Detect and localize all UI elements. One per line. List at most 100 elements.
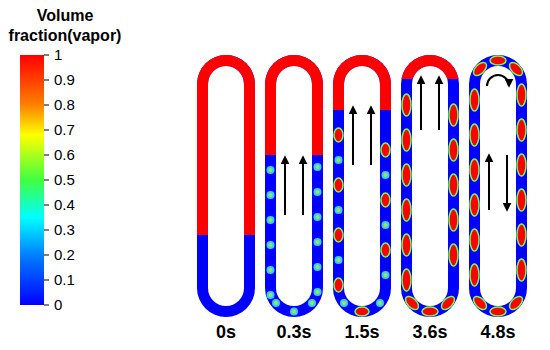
liquid-region	[265, 55, 323, 317]
time-label: 0s	[194, 321, 258, 343]
bubble	[402, 199, 411, 221]
tick-mark	[44, 130, 49, 131]
vapor-bubbles	[402, 94, 458, 316]
vapor-region	[265, 55, 323, 155]
bubble	[517, 154, 526, 176]
flow-arrow	[506, 155, 508, 210]
bubble	[315, 189, 321, 195]
colorbar	[20, 55, 44, 305]
bubble	[315, 289, 321, 295]
tick-mark	[44, 105, 49, 106]
bubble	[383, 172, 389, 178]
bubble	[490, 56, 506, 65]
small-bubbles	[336, 157, 389, 306]
tick-mark	[44, 280, 49, 281]
bubble	[268, 267, 274, 273]
bubble	[402, 269, 411, 291]
heat-pipe-loop	[197, 55, 255, 317]
tick-mark	[44, 155, 49, 156]
tick-label: 0.1	[54, 271, 75, 289]
flow-arrow	[302, 157, 304, 215]
flow-arrow	[352, 107, 354, 165]
bubble	[517, 259, 526, 281]
liquid-region	[401, 55, 459, 317]
bubble	[471, 294, 489, 312]
bubble	[334, 278, 343, 292]
bubble	[449, 139, 458, 161]
bubble	[470, 159, 479, 181]
flow-arrow	[284, 157, 286, 215]
vapor-bubbles	[470, 56, 526, 316]
colorbar-ticks	[44, 55, 49, 305]
bubble	[315, 264, 321, 270]
vapor-region	[401, 55, 459, 79]
vapor-region	[197, 55, 255, 235]
tick-mark	[44, 180, 49, 181]
bubble	[268, 217, 274, 223]
tick-mark	[44, 55, 49, 56]
colorbar-title: Volume fraction(vapor)	[0, 6, 130, 46]
tick-label: 0.2	[54, 246, 75, 264]
bubble	[449, 104, 458, 126]
vapor-bubbles	[334, 128, 390, 316]
bubble	[334, 178, 343, 192]
bubble	[381, 143, 390, 157]
bubble	[449, 244, 458, 266]
time-label: 0.3s	[262, 321, 326, 343]
bubble	[268, 167, 274, 173]
tick-label: 0.8	[54, 96, 75, 114]
tick-label: 0.3	[54, 221, 75, 239]
tick-mark	[44, 255, 49, 256]
tick-mark	[44, 80, 49, 81]
bubble	[315, 239, 321, 245]
bubble	[517, 84, 526, 106]
bubble	[268, 292, 274, 298]
bubble	[355, 307, 369, 316]
tick-label: 0.4	[54, 196, 75, 214]
liquid-region	[197, 55, 255, 317]
bubble	[422, 307, 438, 316]
circulation-arrow	[487, 75, 509, 86]
flow-arrows	[285, 75, 509, 215]
bubble	[315, 214, 321, 220]
bubble	[470, 124, 479, 146]
time-label: 1.5s	[330, 321, 394, 343]
bubble	[381, 193, 390, 207]
bubble	[334, 228, 343, 242]
tick-label: 0.5	[54, 171, 75, 189]
bubble	[334, 128, 343, 142]
tick-label: 1	[54, 46, 62, 64]
bubble	[336, 207, 342, 213]
bubble	[383, 222, 389, 228]
bubble	[377, 300, 383, 306]
bubble	[470, 229, 479, 251]
bubble	[341, 300, 347, 306]
bubble	[403, 294, 421, 312]
flow-arrow	[370, 107, 372, 165]
bubble	[402, 164, 411, 186]
tick-label: 0.6	[54, 146, 75, 164]
heat-pipe-loop	[401, 55, 459, 317]
bubble	[268, 192, 274, 198]
bubble	[439, 294, 457, 312]
bubble	[315, 164, 321, 170]
bubble	[471, 60, 489, 78]
liquid-region	[333, 55, 391, 317]
bubble	[517, 224, 526, 246]
bubble	[402, 129, 411, 151]
heat-pipe-loop	[333, 55, 391, 317]
tick-mark	[44, 305, 49, 306]
bubble	[470, 264, 479, 286]
bubble	[449, 209, 458, 231]
vapor-region	[333, 55, 391, 110]
bubble	[470, 194, 479, 216]
flow-arrow	[438, 77, 440, 130]
bubble	[291, 309, 297, 315]
bubble	[470, 89, 479, 111]
bubble	[336, 257, 342, 263]
bubble	[402, 234, 411, 256]
bubble	[517, 189, 526, 211]
tick-mark	[44, 230, 49, 231]
